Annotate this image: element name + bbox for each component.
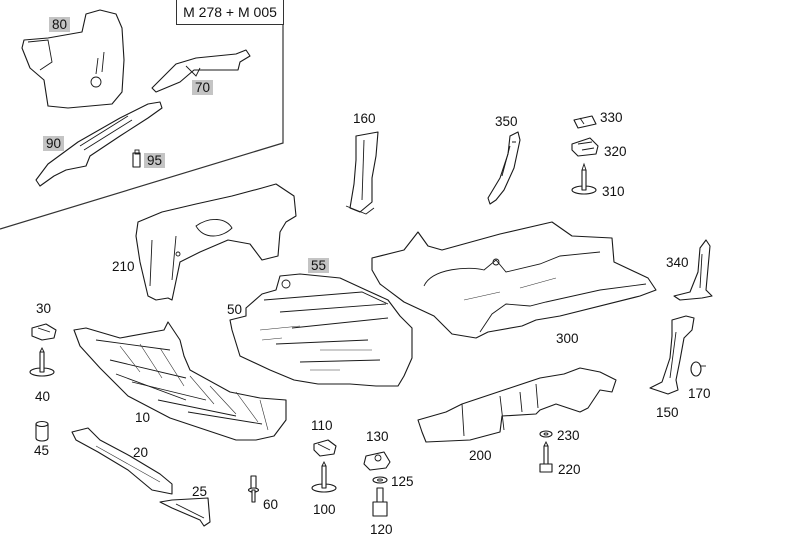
callout-160[interactable]: 160	[353, 111, 376, 126]
callout-340[interactable]: 340	[666, 255, 689, 270]
callout-30[interactable]: 30	[36, 301, 52, 316]
part-150-drawing[interactable]	[649, 315, 695, 395]
callout-110[interactable]: 110	[311, 418, 333, 433]
part-20-drawing[interactable]	[71, 427, 173, 495]
callout-130[interactable]: 130	[366, 429, 389, 444]
part-340-drawing[interactable]	[673, 239, 713, 301]
part-45-drawing[interactable]	[35, 420, 49, 442]
part-90-drawing[interactable]	[35, 101, 163, 187]
callout-125[interactable]: 125	[391, 474, 414, 489]
part-160-drawing[interactable]	[345, 131, 379, 215]
part-130-drawing[interactable]	[363, 451, 391, 471]
callout-95[interactable]: 95	[144, 153, 166, 168]
callout-320[interactable]: 320	[604, 144, 627, 159]
callout-220[interactable]: 220	[558, 462, 581, 477]
callout-350[interactable]: 350	[495, 114, 518, 129]
callout-150[interactable]: 150	[656, 405, 679, 420]
callout-170[interactable]: 170	[688, 386, 711, 401]
callout-80[interactable]: 80	[49, 17, 71, 32]
inset-frame	[0, 0, 284, 230]
part-230-drawing[interactable]	[539, 430, 553, 438]
part-80-drawing[interactable]	[21, 9, 125, 109]
callout-120[interactable]: 120	[370, 522, 393, 537]
callout-40[interactable]: 40	[35, 389, 51, 404]
callout-45[interactable]: 45	[34, 443, 50, 458]
part-10-drawing[interactable]	[73, 321, 287, 441]
part-350-drawing[interactable]	[487, 131, 521, 205]
part-300-drawing[interactable]	[371, 221, 657, 339]
callout-70[interactable]: 70	[192, 80, 214, 95]
part-125-drawing[interactable]	[372, 476, 388, 484]
part-210-drawing[interactable]	[135, 183, 297, 301]
part-50-drawing[interactable]	[229, 273, 413, 387]
part-70-drawing[interactable]	[151, 49, 251, 93]
part-60-drawing[interactable]	[247, 475, 260, 503]
callout-90[interactable]: 90	[43, 136, 65, 151]
callout-210[interactable]: 210	[112, 259, 135, 274]
callout-10[interactable]: 10	[135, 410, 151, 425]
part-120-drawing[interactable]	[372, 487, 388, 517]
callout-230[interactable]: 230	[557, 428, 580, 443]
callout-55[interactable]: 55	[308, 258, 330, 273]
part-95-drawing[interactable]	[132, 149, 141, 168]
callout-50[interactable]: 50	[227, 302, 243, 317]
part-200-drawing[interactable]	[417, 367, 617, 443]
callout-300[interactable]: 300	[556, 331, 579, 346]
callout-25[interactable]: 25	[192, 484, 208, 499]
part-30-drawing[interactable]	[31, 323, 57, 341]
part-25-drawing[interactable]	[159, 497, 211, 527]
part-100-drawing[interactable]	[311, 460, 337, 493]
part-330-drawing[interactable]	[573, 115, 597, 129]
part-320-drawing[interactable]	[571, 137, 599, 157]
callout-330[interactable]: 330	[600, 110, 623, 125]
callout-60[interactable]: 60	[263, 497, 279, 512]
callout-100[interactable]: 100	[313, 502, 336, 517]
part-310-drawing[interactable]	[571, 162, 597, 195]
engine-variant-label: M 278 + M 005	[176, 0, 284, 25]
part-40-drawing[interactable]	[29, 346, 55, 377]
part-110-drawing[interactable]	[313, 439, 337, 457]
callout-200[interactable]: 200	[469, 448, 492, 463]
part-170-drawing[interactable]	[690, 361, 706, 377]
callout-20[interactable]: 20	[133, 445, 149, 460]
part-220-drawing[interactable]	[539, 440, 553, 473]
callout-310[interactable]: 310	[602, 184, 625, 199]
